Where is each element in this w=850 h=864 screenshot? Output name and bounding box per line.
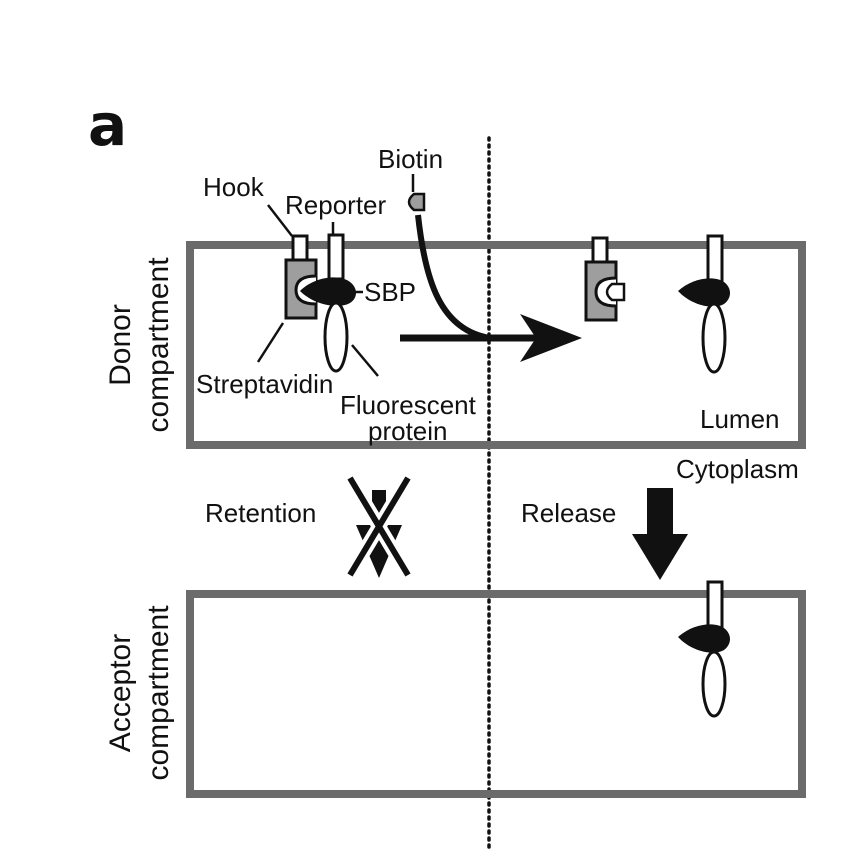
biotin-label: Biotin bbox=[378, 144, 443, 174]
cytoplasm-label: Cytoplasm bbox=[676, 454, 799, 484]
reporter-stem-acceptor bbox=[706, 580, 724, 630]
donor-compartment-label: Donor compartment bbox=[104, 257, 175, 433]
biotin-path-arrow bbox=[415, 214, 491, 341]
fluorescent-protein-acceptor bbox=[701, 650, 727, 718]
reporter-label: Reporter bbox=[285, 190, 386, 220]
sbp-shape-acceptor bbox=[678, 624, 730, 653]
hook-stem bbox=[291, 234, 309, 262]
fluorescent-protein-shape bbox=[323, 301, 349, 373]
reporter-stem-released bbox=[706, 234, 724, 284]
sbp-label: SBP bbox=[364, 277, 416, 307]
streptavidin-label: Streptavidin bbox=[196, 369, 333, 399]
hook-label: Hook bbox=[203, 172, 265, 202]
biotin-bound-shape bbox=[605, 282, 626, 302]
biotin-shape bbox=[407, 192, 426, 212]
retention-label: Retention bbox=[205, 498, 316, 528]
release-arrow bbox=[632, 488, 688, 580]
svg-text:Acceptor: Acceptor bbox=[104, 634, 137, 752]
fluorescent-label-line2: protein bbox=[368, 416, 448, 446]
acceptor-compartment-box bbox=[186, 590, 806, 798]
fluorescent-protein-released bbox=[701, 302, 727, 374]
donor-compartment-box bbox=[186, 241, 806, 449]
panel-label: a bbox=[88, 91, 127, 159]
sbp-shape bbox=[300, 277, 356, 306]
hook-stem-right bbox=[591, 236, 609, 264]
release-label: Release bbox=[521, 498, 616, 528]
acceptor-compartment-label: Acceptor compartment bbox=[104, 605, 175, 781]
fluorescent-label-line1: Fluorescent bbox=[340, 390, 477, 420]
svg-text:compartment: compartment bbox=[142, 257, 175, 433]
sbp-shape-released bbox=[678, 278, 730, 307]
svg-text:Donor: Donor bbox=[104, 304, 137, 386]
lumen-label: Lumen bbox=[700, 404, 780, 434]
streptavidin-pointer bbox=[256, 322, 285, 363]
reporter-stem bbox=[327, 233, 345, 281]
blocked-arrow bbox=[343, 474, 415, 579]
transition-arrow-head bbox=[520, 314, 582, 362]
hook-pointer bbox=[267, 204, 293, 237]
fluorescent-pointer bbox=[351, 344, 379, 377]
svg-text:compartment: compartment bbox=[142, 605, 175, 781]
